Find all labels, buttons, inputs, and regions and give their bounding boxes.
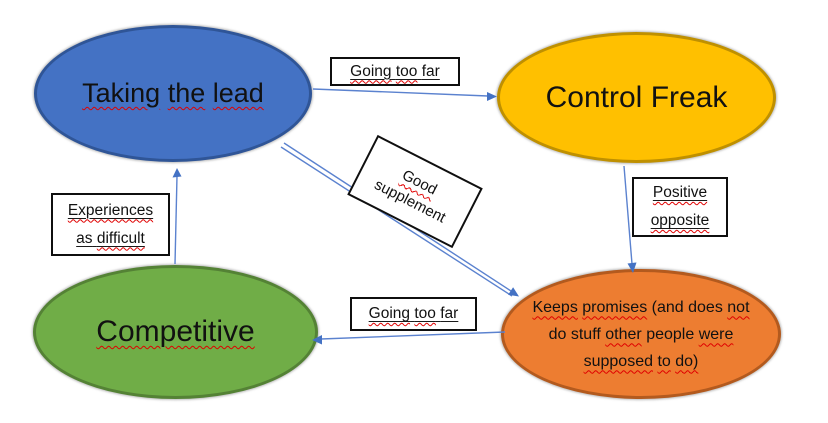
edge-label-going-too-far-top: Going too far: [330, 57, 460, 86]
arrowhead-taking-to-keeps: [508, 287, 519, 297]
arrowhead-competitive-to-taking: [172, 168, 182, 178]
edge-label-going-too-far-bottom: Going too far: [350, 297, 477, 331]
node-taking-the-lead: Taking the lead: [34, 25, 312, 162]
arrow-competitive-to-taking: [174, 175, 178, 265]
node-competitive-label: Competitive: [96, 315, 255, 348]
arrowhead-taking-to-control: [487, 92, 497, 101]
arrow-control-to-keeps: [623, 165, 633, 265]
arrow-keeps-to-competitive: [320, 331, 506, 340]
node-taking-the-lead-label: Taking the lead: [82, 78, 264, 108]
node-control-freak-label: Control Freak: [545, 80, 728, 114]
node-control-freak: Control Freak: [497, 32, 776, 163]
node-competitive: Competitive: [33, 265, 318, 399]
arrow-taking-to-control: [312, 88, 489, 97]
